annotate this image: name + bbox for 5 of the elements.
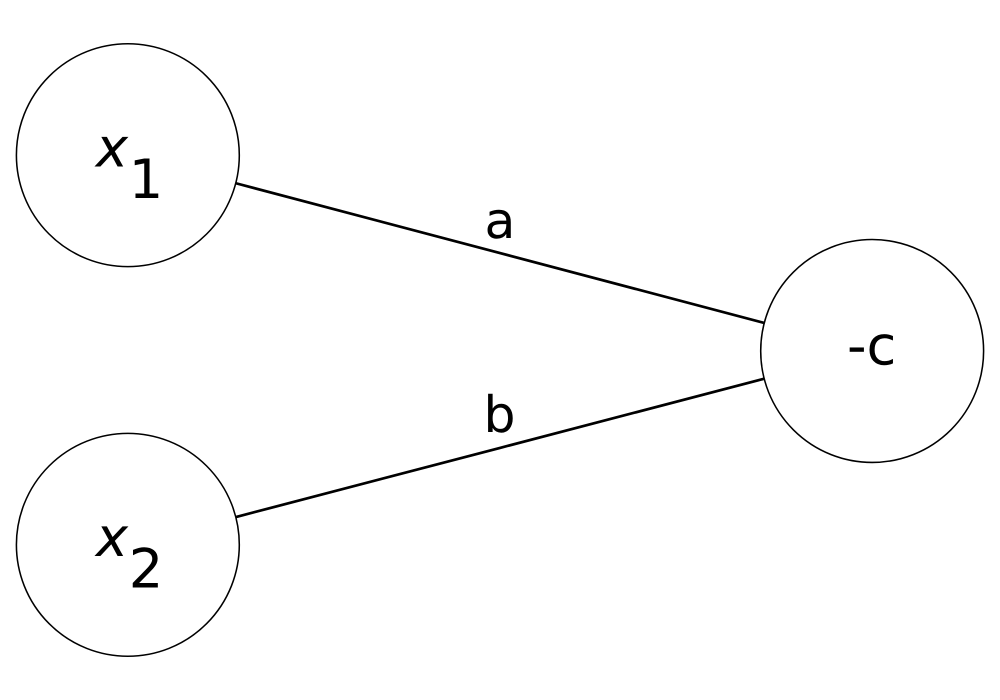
edge-label: b — [484, 384, 516, 444]
connector — [236, 378, 764, 518]
connector — [236, 182, 764, 324]
node-circle: -c — [760, 238, 984, 464]
edge-label: a — [484, 191, 516, 250]
